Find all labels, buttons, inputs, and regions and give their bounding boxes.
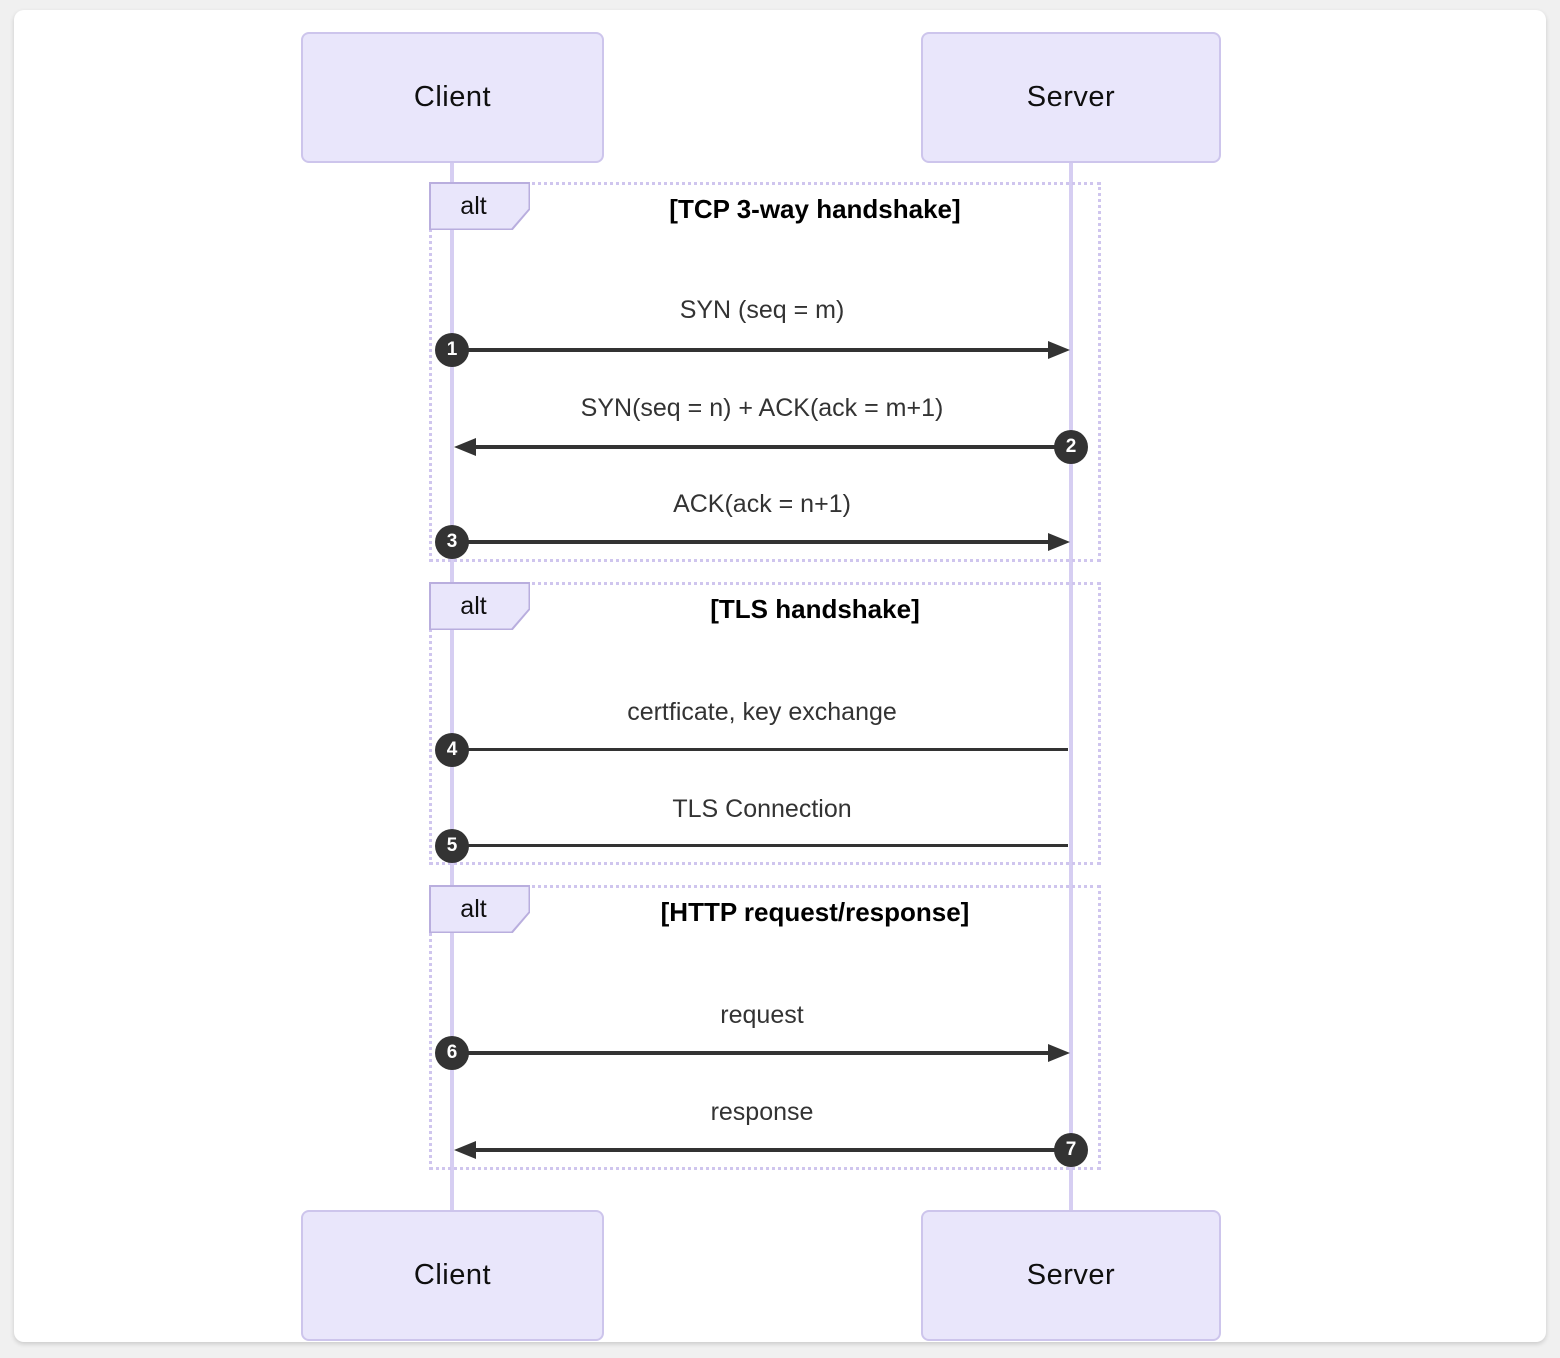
actor-client-top-label: Client — [413, 81, 492, 113]
alt-operator-tag: alt — [429, 885, 530, 933]
message-number-badge: 2 — [1054, 430, 1088, 464]
arrowhead-left-icon — [454, 438, 476, 456]
message-number-badge: 6 — [435, 1036, 469, 1070]
frame-title: [TCP 3-way handshake] — [669, 194, 961, 224]
message-line — [462, 844, 1068, 847]
actor-server-bottom: Server — [921, 1210, 1221, 1341]
diagram-canvas: Client Server Client Server [TCP 3-way h… — [14, 10, 1546, 1342]
actor-server-bottom-label: Server — [1026, 1259, 1116, 1291]
actor-client-bottom-label: Client — [413, 1259, 492, 1291]
actor-client-bottom: Client — [301, 1210, 604, 1341]
client-lifeline — [450, 163, 454, 1210]
message-line — [454, 1051, 1050, 1055]
message-number-badge: 7 — [1054, 1133, 1088, 1167]
message-label: SYN(seq = n) + ACK(ack = m+1) — [580, 394, 944, 422]
message-label: SYN (seq = m) — [679, 296, 845, 324]
arrowhead-right-icon — [1048, 533, 1070, 551]
server-lifeline — [1069, 163, 1073, 1210]
actor-client-top: Client — [301, 32, 604, 163]
arrowhead-right-icon — [1048, 1044, 1070, 1062]
message-number-badge: 4 — [435, 733, 469, 767]
message-line — [476, 1148, 1060, 1152]
message-number-badge: 5 — [435, 829, 469, 863]
alt-frame-tls-handshake: [TLS handshake] alt — [429, 582, 1101, 865]
message-line — [462, 748, 1068, 751]
message-number-badge: 3 — [435, 525, 469, 559]
alt-operator-label: alt — [430, 886, 529, 932]
alt-operator-label: alt — [430, 583, 529, 629]
message-label: TLS Connection — [672, 795, 852, 823]
frame-title: [TLS handshake] — [710, 594, 920, 624]
message-label: ACK(ack = n+1) — [673, 490, 851, 518]
alt-operator-tag: alt — [429, 582, 530, 630]
message-label: certficate, key exchange — [627, 698, 897, 726]
alt-operator-tag: alt — [429, 182, 530, 230]
message-line — [476, 445, 1060, 449]
actor-server-top: Server — [921, 32, 1221, 163]
message-label: request — [720, 1001, 804, 1029]
message-number-badge: 1 — [435, 333, 469, 367]
message-line — [454, 540, 1050, 544]
message-label: response — [710, 1098, 814, 1126]
alt-frame-tcp-handshake: [TCP 3-way handshake] alt — [429, 182, 1101, 562]
arrowhead-right-icon — [1048, 341, 1070, 359]
frame-title: [HTTP request/response] — [660, 897, 970, 927]
arrowhead-left-icon — [454, 1141, 476, 1159]
alt-operator-label: alt — [430, 183, 529, 229]
alt-frame-http-request-response: [HTTP request/response] alt — [429, 885, 1101, 1170]
message-line — [454, 348, 1050, 352]
actor-server-top-label: Server — [1026, 81, 1116, 113]
